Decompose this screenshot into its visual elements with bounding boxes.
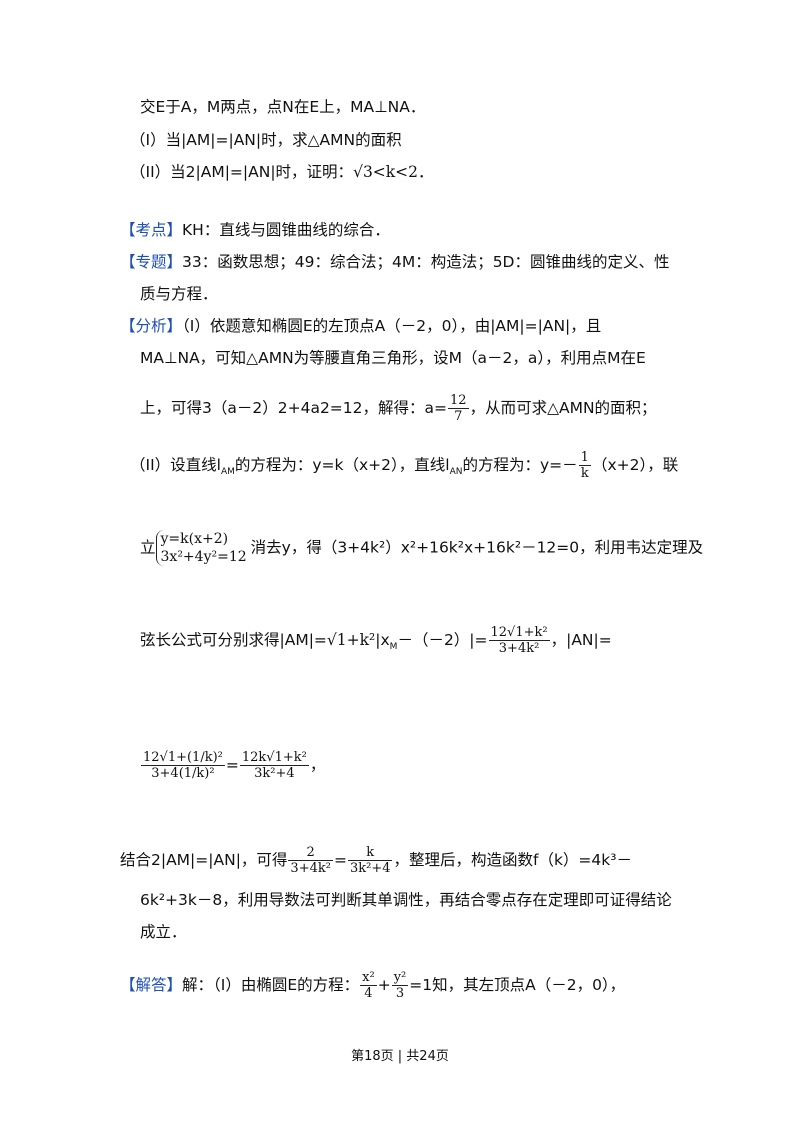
text: －（－2）|= — [397, 631, 488, 649]
plus: + — [377, 976, 391, 994]
subscript: AN — [449, 467, 463, 478]
text: 交E于A，M两点，点N在E上，MA⊥NA． — [140, 98, 426, 116]
subscript: AM — [220, 467, 235, 478]
numerator: 12√1+k² — [488, 625, 550, 641]
text: ， — [309, 756, 326, 774]
denominator: 3+4(1/k)² — [151, 766, 215, 781]
text: 立 — [140, 538, 156, 557]
zhuanti-line-2: 质与方程． — [140, 282, 218, 306]
combine-line-2: 6k²+3k－8，利用导数法可判断其单调性，再结合零点存在定理即可证得结论 — [140, 888, 672, 912]
text: 6k²+3k－8，利用导数法可判断其单调性，再结合零点存在定理即可证得结论 — [140, 891, 672, 909]
text: |x — [375, 631, 390, 649]
zhuanti-line: 【专题】33：函数思想；49：综合法；4M：构造法；5D：圆锥曲线的定义、性 — [120, 250, 670, 274]
text: 消去y，得（3+4k²）x²+16k²x+16k²－12=0，利用韦达定理及 — [250, 538, 704, 557]
denominator: 3k²+4 — [349, 861, 391, 876]
denominator: 3k²+4 — [254, 766, 295, 781]
inequality: √3<k<2． — [353, 163, 434, 181]
text: （II）设直线l — [130, 456, 221, 474]
text: 的方程为：y=－ — [462, 456, 578, 474]
fenxi-line: 【分析】（I）依题意知椭圆E的左顶点A（－2，0），由|AM|=|AN|，且 — [120, 314, 601, 338]
zhuanti-tag: 【专题】 — [120, 253, 183, 271]
equation: 3x²+4y²=12 — [160, 549, 247, 565]
text: =1知，其左顶点A（－2，0）， — [409, 976, 626, 994]
text: ，从而可求△AMN的面积； — [469, 399, 657, 417]
combine-line-3: 成立． — [140, 920, 187, 944]
denominator: 3+4k² — [498, 641, 540, 656]
text: 成立． — [140, 923, 187, 941]
text: 弦长公式可分别求得|AM|= — [140, 631, 327, 649]
text: MA⊥NA，可知△AMN为等腰直角三角形，设M（a－2，a），利用点M在E — [140, 349, 646, 367]
denominator: 3 — [395, 986, 405, 1001]
subscript: M — [389, 642, 398, 653]
numerator: 2 — [288, 845, 333, 861]
text: （I）当|AM|=|AN|时，求△AMN的面积 — [130, 131, 402, 149]
numerator: k — [347, 845, 393, 861]
text: 的方程为：y=k（x+2），直线l — [234, 456, 450, 474]
equation: y=k(x+2) — [160, 531, 229, 547]
page-footer: 第18页 | 共24页 — [351, 1049, 449, 1064]
text: （I）依题意知椭圆E的左顶点A（－2，0），由|AM|=|AN|，且 — [182, 317, 602, 335]
numerator: 12√1+(1/k)² — [141, 750, 225, 766]
denominator: 7 — [454, 409, 463, 424]
text: ，|AN|= — [550, 631, 612, 649]
numerator: 12k√1+k² — [239, 750, 309, 766]
denominator: k — [580, 466, 589, 481]
text: ，整理后，构造函数f（k）=4k³－ — [393, 851, 632, 869]
equation-system: y=k(x+2) 3x²+4y²=12 — [155, 530, 251, 566]
equals: = — [333, 851, 347, 869]
problem-part-1: （I）当|AM|=|AN|时，求△AMN的面积 — [130, 128, 402, 152]
numerator: 1 — [578, 450, 591, 466]
equals: = — [225, 756, 239, 774]
numerator: x² — [360, 970, 377, 986]
text: 2+4a2=12，解得：a= — [277, 399, 448, 417]
problem-line-1: 交E于A，M两点，点N在E上，MA⊥NA． — [140, 95, 425, 119]
denominator: 4 — [364, 986, 373, 1001]
text: 上，可得3（a－2） — [140, 399, 278, 417]
text: KH：直线与圆锥曲线的综合． — [182, 221, 390, 239]
problem-part-2: （II）当2|AM|=|AN|时，证明：√3<k<2． — [130, 160, 434, 184]
denominator: 3+4k² — [290, 861, 331, 876]
fenxi-tag: 【分析】 — [120, 317, 183, 335]
numerator: y² — [391, 970, 409, 986]
text: （x+2），联 — [591, 456, 679, 474]
numerator: 12 — [448, 393, 469, 409]
text: 结合2|AM|=|AN|，可得 — [120, 851, 288, 869]
text: 解：（I）由椭圆E的方程： — [182, 976, 360, 994]
kaodian-tag: 【考点】 — [120, 221, 183, 239]
text: （II）当2|AM|=|AN|时，证明： — [130, 163, 354, 181]
text: 33：函数思想；49：综合法；4M：构造法；5D：圆锥曲线的定义、性 — [182, 253, 670, 271]
jieda-tag: 【解答】 — [120, 976, 183, 994]
fenxi-line-2: MA⊥NA，可知△AMN为等腰直角三角形，设M（a－2，a），利用点M在E — [140, 346, 646, 370]
kaodian-line: 【考点】KH：直线与圆锥曲线的综合． — [120, 218, 390, 242]
text: 质与方程． — [140, 285, 218, 303]
sqrt-expr: √1+k² — [326, 631, 376, 649]
